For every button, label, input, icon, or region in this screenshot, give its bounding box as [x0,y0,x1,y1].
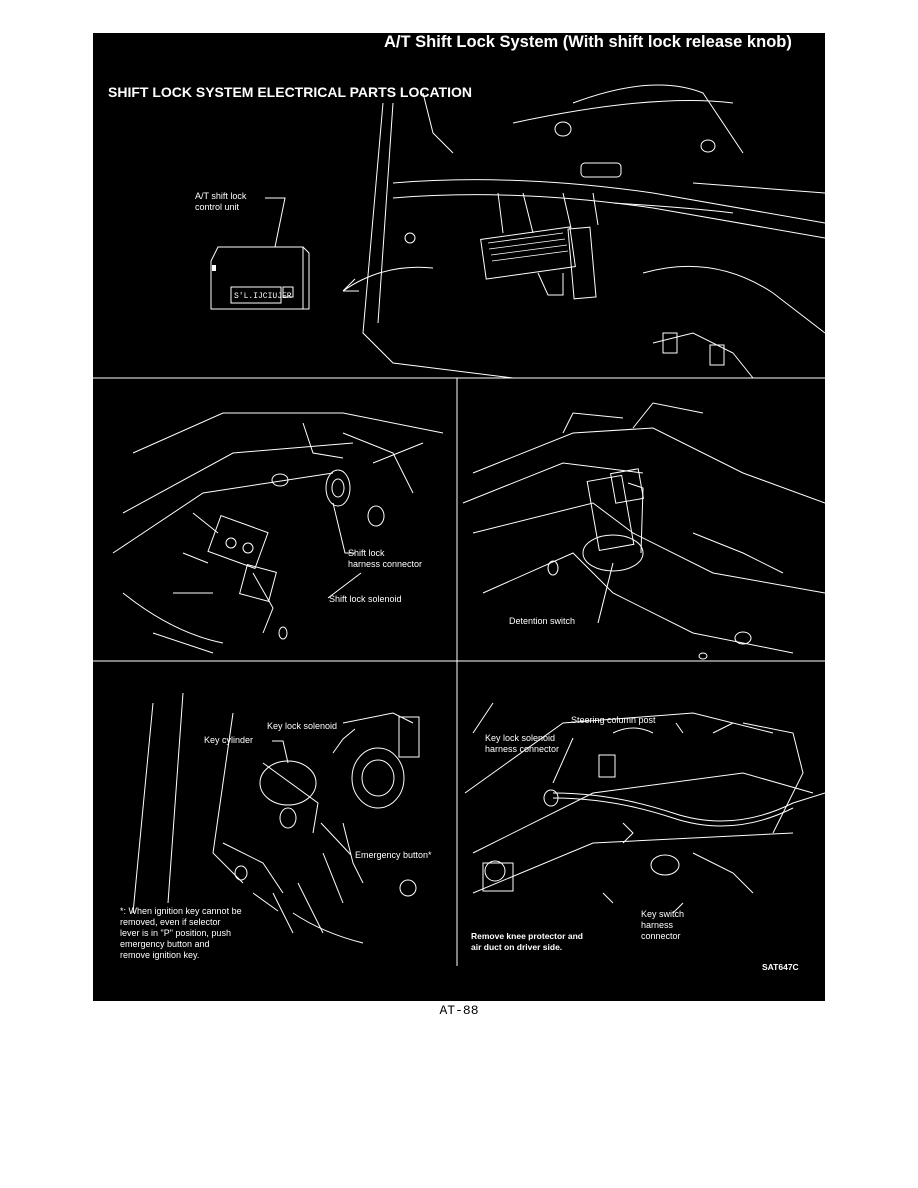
label-shift-lock-solenoid: Shift lock solenoid [329,594,402,604]
line-art [93,84,825,966]
diagram-sheet: A/T Shift Lock System (With shift lock r… [93,33,825,1001]
label-key-lock-harness: Key lock solenoid harness connector [485,733,560,754]
bottom-right-illustration [464,702,825,914]
label-key-lock-solenoid: Key lock solenoid [267,721,338,731]
figure-code: SAT647C [762,962,799,972]
footnote-emergency: *: When ignition key cannot be removed, … [120,906,242,960]
document-title: A/T Shift Lock System (With shift lock r… [384,33,792,51]
top-illustration [210,84,825,379]
label-steering-column-post: Steering column post [571,715,656,725]
section-title: SHIFT LOCK SYSTEM ELECTRICAL PARTS LOCAT… [108,84,472,100]
label-control-unit: A/T shift lock control unit [195,191,247,212]
label-key-cylinder: Key cylinder [204,735,254,745]
label-detention-switch: Detention switch [509,616,576,626]
unit-face-text: S'L.IJCIUJER [234,292,292,301]
middle-right-illustration [462,402,825,660]
middle-left-illustration [112,412,444,654]
label-emergency-button: Emergency button* [355,850,432,860]
note-remove-knee-protector: Remove knee protector and air duct on dr… [471,931,583,952]
bottom-left-illustration [132,692,420,944]
page-number: AT-88 [439,1003,479,1018]
label-shift-lock-harness: Shift lock harness connector [348,548,423,569]
label-key-switch-harness: Key switch harness connector [641,909,685,941]
